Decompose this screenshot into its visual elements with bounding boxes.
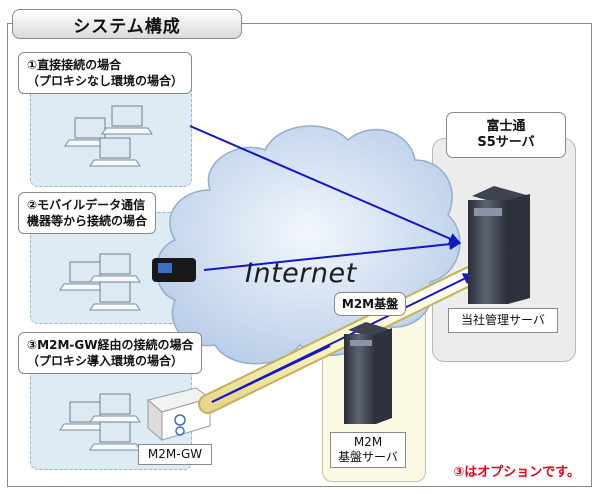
- m2m-gateway-icon: [146, 387, 212, 442]
- connection-label-1: ①直接接続の場合 （プロキシなし環境の場合）: [18, 52, 193, 94]
- internet-cloud-icon: [155, 125, 461, 365]
- m2m-server-caption: M2M 基盤サーバ: [330, 432, 406, 468]
- diagram-title: システム構成: [12, 9, 242, 39]
- connection-2-line-1: ②モバイルデータ通信: [27, 198, 146, 212]
- fujitsu-title-line-2: S5サーバ: [477, 135, 535, 150]
- fujitsu-server-icon: [468, 186, 530, 304]
- arrow-mobile: [203, 238, 462, 271]
- m2m-platform-title: M2M基盤: [334, 292, 406, 316]
- laptop-group-3-icon: [59, 393, 141, 451]
- fujitsu-s5-title: 富士通 S5サーバ: [446, 112, 566, 158]
- connection-label-2: ②モバイルデータ通信 機器等から接続の場合: [18, 192, 157, 234]
- internet-label: Internet: [245, 258, 357, 289]
- fujitsu-server-caption: 当社管理サーバ: [448, 308, 558, 333]
- connection-label-3: ③M2M-GW経由の接続の場合 （プロキシ導入環境の場合）: [18, 332, 203, 374]
- connection-1-line-1: ①直接接続の場合: [27, 58, 122, 72]
- gateway-caption: M2M-GW: [138, 444, 212, 465]
- arrow-direct: [189, 125, 462, 245]
- m2m-server-icon: [344, 322, 392, 424]
- connection-3-line-2: （プロキシ導入環境の場合）: [27, 354, 184, 368]
- fujitsu-title-line-1: 富士通: [486, 119, 526, 134]
- connection-arrows: [189, 125, 476, 403]
- m2m-caption-line-1: M2M: [353, 435, 383, 449]
- connection-2-line-2: 機器等から接続の場合: [27, 214, 148, 228]
- laptop-group-2-icon: [59, 253, 141, 311]
- arrow-m2m-platform: [211, 345, 331, 403]
- connection-1-line-2: （プロキシなし環境の場合）: [27, 74, 184, 88]
- m2m-caption-line-2: 基盤サーバ: [338, 450, 398, 464]
- laptop-group-1-icon: [64, 105, 153, 167]
- connection-3-line-1: ③M2M-GW経由の接続の場合: [27, 338, 194, 352]
- mobile-router-icon: [152, 258, 196, 282]
- option-note: ③はオプションです。: [453, 465, 580, 480]
